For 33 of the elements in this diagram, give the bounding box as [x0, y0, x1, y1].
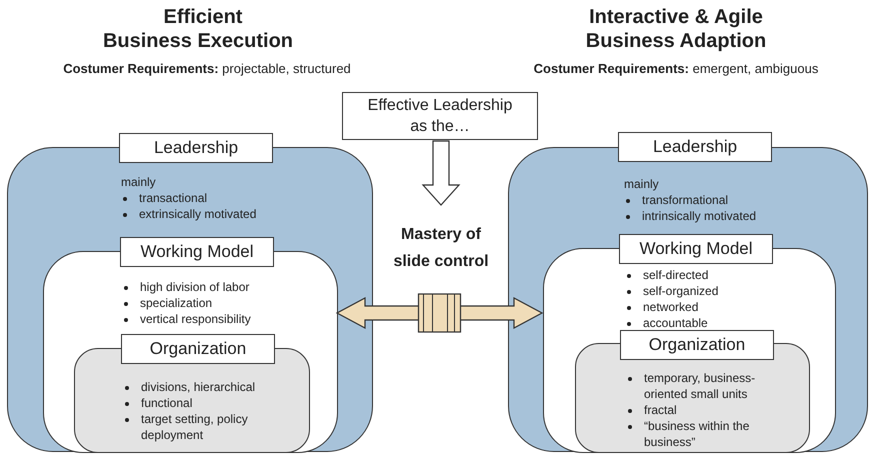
heading-tab: Organization: [620, 330, 774, 360]
bullet-item: self-organized: [625, 283, 718, 299]
heading-tab: Leadership: [119, 133, 273, 163]
bullet-item: target setting, policy deployment: [123, 411, 281, 443]
bullet-item: specialization: [122, 295, 212, 311]
bullet-item: high division of labor: [122, 279, 250, 295]
heading-tab: Leadership: [618, 132, 772, 162]
column-heading: Interactive & Agile: [589, 6, 763, 29]
bullet-item: transformational: [624, 192, 728, 208]
bullet-item: vertical responsibility: [122, 311, 251, 327]
heading-tab: Working Model: [619, 234, 773, 264]
bullet-item: accountable: [625, 315, 708, 331]
bullet-item: “business within the business”: [626, 418, 778, 450]
bullet-item: functional: [123, 395, 192, 411]
intro-text: mainly: [121, 174, 156, 190]
block-arrow: [422, 140, 460, 206]
bullet-item: self-directed: [625, 267, 708, 283]
heading-tab: Working Model: [120, 237, 274, 267]
heading-tab: Organization: [121, 334, 275, 364]
requirements-text: Costumer Requirements: emergent, ambiguous: [534, 61, 818, 76]
callout-box: Effective Leadership as the…: [342, 92, 538, 140]
intro-text: mainly: [624, 176, 659, 192]
bullet-item: fractal: [626, 402, 677, 418]
column-heading: Business Adaption: [586, 30, 766, 53]
heading-text: Mastery of slide control: [384, 205, 498, 275]
bullet-item: extrinsically motivated: [121, 206, 256, 222]
bullet-item: transactional: [121, 190, 208, 206]
bullet-item: divisions, hierarchical: [123, 379, 256, 395]
bullet-item: intrinsically motivated: [624, 208, 756, 224]
bullet-item: networked: [625, 299, 698, 315]
column-heading: Efficient: [164, 6, 242, 29]
requirements-text: Costumer Requirements: projectable, structured: [63, 61, 351, 76]
column-heading: Business Execution: [102, 30, 294, 53]
